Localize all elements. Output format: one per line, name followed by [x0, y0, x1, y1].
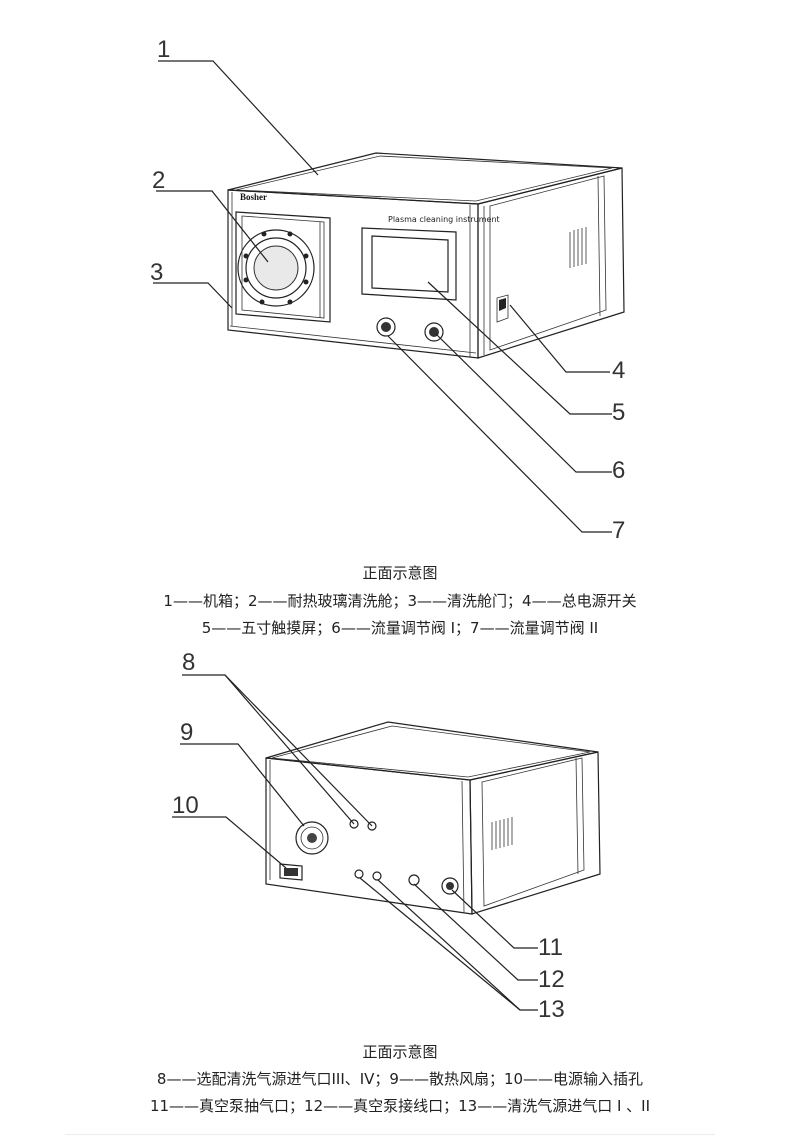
callout-13: 13 [538, 996, 565, 1023]
callout-3: 3 [150, 259, 163, 286]
front-view-drawing [227, 152, 625, 359]
bottom-divider [65, 1134, 715, 1135]
optional-gas-inlets [349, 819, 377, 831]
side-vent-grille [569, 227, 587, 268]
callout-5: 5 [612, 399, 625, 426]
rear-cabinet-side [469, 751, 601, 915]
callout-10: 10 [172, 792, 199, 819]
cooling-fan [295, 821, 329, 855]
pump-cable-port [408, 874, 420, 886]
callout-12: 12 [538, 966, 565, 993]
caption-legend-front-line2: 5——五寸触摸屏；6——流量调节阀 I；7——流量调节阀 II [201, 619, 599, 637]
caption-title-front: 正面示意图 [362, 564, 438, 582]
callout-4: 4 [612, 357, 625, 384]
power-switch [496, 294, 509, 323]
callout-6: 6 [612, 457, 625, 484]
cabinet-top-face [227, 152, 623, 205]
callout-9: 9 [180, 719, 193, 746]
touch-screen [361, 227, 457, 301]
callout-11: 11 [538, 934, 563, 961]
rear-side-vent [491, 817, 513, 850]
vacuum-pump-outlet [441, 877, 459, 895]
leader-lines-fig2 [172, 674, 538, 1011]
rear-panel [265, 757, 473, 915]
rear-cabinet-top-face [265, 721, 599, 781]
callout-1: 1 [157, 36, 170, 63]
callout-8: 8 [182, 649, 195, 676]
flow-valve-1 [376, 317, 396, 337]
caption-legend-front-line1: 1——机箱；2——耐热玻璃清洗舱；3——清洗舱门；4——总电源开关 [163, 592, 637, 610]
callout-2: 2 [152, 167, 165, 194]
caption-legend-rear-line1: 8——选配清洗气源进气口III、IV；9——散热风扇；10——电源输入插孔 [156, 1070, 644, 1088]
panel-label: Plasma cleaning instrument [388, 215, 500, 224]
cabinet-right-side [477, 167, 625, 359]
leader-lines-fig1 [153, 60, 612, 533]
rear-view-drawing [265, 721, 601, 915]
brand-label: Bosher [240, 192, 267, 202]
gas-inlets [354, 869, 382, 881]
chamber-door [235, 211, 331, 323]
callout-7: 7 [612, 517, 625, 544]
caption-legend-rear-line2: 11——真空泵抽气口；12——真空泵接线口；13——清洗气源进气口 I 、II [149, 1097, 651, 1115]
power-inlet [279, 863, 303, 881]
glass-chamber [237, 229, 315, 307]
caption-title-rear: 正面示意图 [362, 1043, 438, 1061]
